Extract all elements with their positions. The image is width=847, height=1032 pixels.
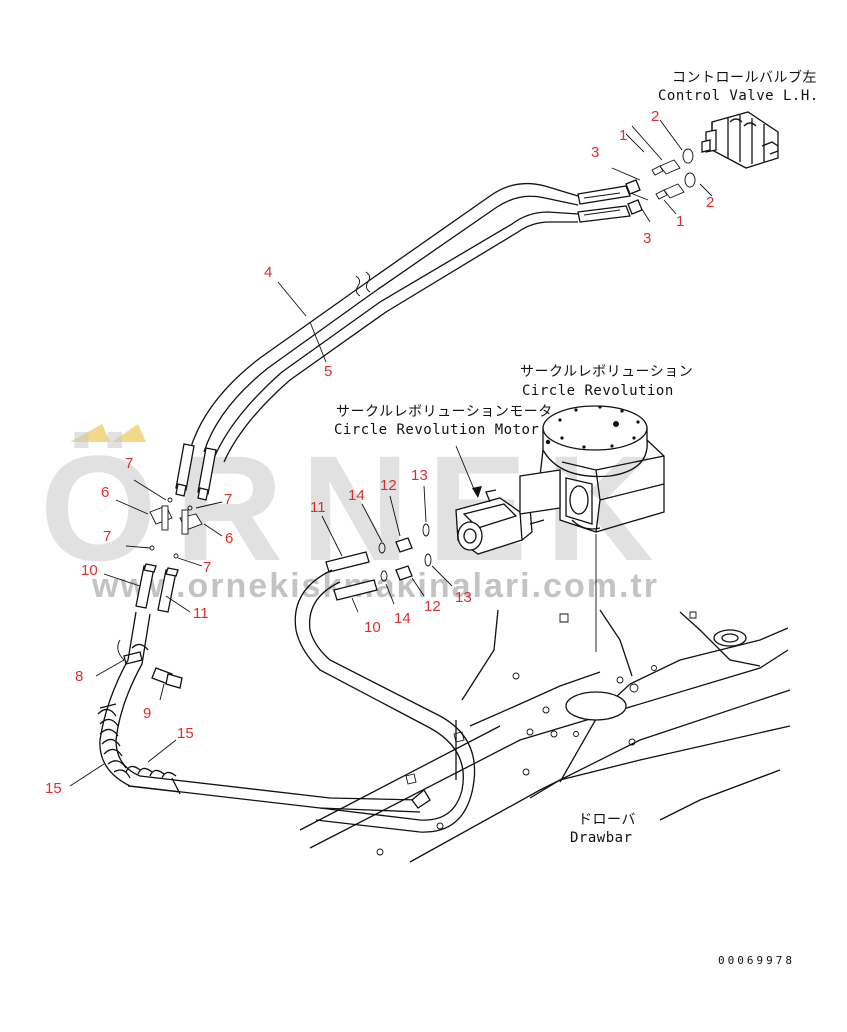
callout-10: 10: [81, 562, 98, 579]
callout-15: 15: [177, 725, 194, 742]
control-valve-label-en: Control Valve L.H.: [658, 88, 819, 104]
left-fittings: [115, 479, 223, 567]
spiral-leaders: [69, 739, 177, 787]
hose-leaders: [277, 281, 327, 363]
circle-revolution-label-jp: サークルレボリューション: [520, 364, 693, 380]
callout-6: 6: [225, 530, 233, 547]
callout-13: 13: [411, 467, 428, 484]
callout-6: 6: [101, 484, 109, 501]
drawbar-label-en: Drawbar: [570, 830, 633, 846]
drawbar-frame: [299, 609, 791, 863]
callout-7: 7: [125, 455, 133, 472]
callout-10: 10: [364, 619, 381, 636]
motor-label-en: Circle Revolution Motor: [334, 422, 539, 438]
callout-4: 4: [264, 264, 272, 281]
callout-8: 8: [75, 668, 83, 685]
drawbar-label-jp: ドローバ: [578, 812, 636, 828]
left-bolt-leaders: [103, 573, 191, 613]
motor-bolts: [325, 542, 388, 601]
callout-5: 5: [324, 363, 332, 380]
callout-7: 7: [224, 491, 232, 508]
hose-lower-end-fittings: [175, 443, 217, 501]
callout-2: 2: [651, 108, 659, 125]
valve-leaders: [611, 119, 713, 223]
hose-break-marks: [355, 271, 371, 297]
left-bolts: [135, 563, 179, 613]
bolt-9: [151, 667, 183, 701]
callout-14: 14: [394, 610, 411, 627]
watermark-accent-right: [112, 424, 146, 442]
callout-15: 15: [45, 780, 62, 797]
drawbar-label: ドローバ Drawbar: [570, 812, 636, 846]
watermark-accent-left: [70, 424, 110, 442]
callout-2: 2: [706, 194, 714, 211]
callout-9: 9: [143, 705, 151, 722]
circle-revolution-label-en: Circle Revolution: [522, 383, 674, 399]
motor-fittings: [395, 523, 432, 581]
hose-runs-lower: [99, 611, 421, 813]
hose-4: [189, 182, 579, 453]
callout-numbers: 1 2 3 2 1 3 4 5 7 6 7 7 6 7 10 11 8 9 15…: [45, 108, 714, 797]
drawing-number: 00069978: [718, 954, 795, 967]
circle-revolution-motor: サークルレボリューションモータ Circle Revolution Motor: [334, 404, 553, 555]
motor-label-jp: サークルレボリューションモータ: [336, 404, 553, 420]
motor-leaders: [321, 485, 453, 613]
valve-fitting-lower: [655, 172, 696, 200]
spiral-guard-15: [97, 703, 181, 795]
callout-7: 7: [203, 559, 211, 576]
callout-11: 11: [310, 499, 326, 516]
control-valve-label-jp: コントロールバルブ左: [672, 69, 817, 86]
control-valve-body: [701, 111, 779, 169]
callout-14: 14: [348, 487, 365, 504]
callout-13: 13: [455, 589, 472, 606]
callout-3: 3: [591, 144, 599, 161]
callout-12: 12: [380, 477, 397, 494]
callout-11: 11: [193, 605, 209, 622]
callout-12: 12: [424, 598, 441, 615]
gearbox-bolts: [545, 405, 640, 449]
callout-1: 1: [619, 127, 627, 144]
hose-5: [213, 211, 579, 463]
pipe-loop: [294, 569, 476, 833]
valve-fitting-upper: [651, 148, 694, 176]
drawbar-details: [376, 611, 697, 856]
callout-7: 7: [103, 528, 111, 545]
control-valve-assembly: コントロールバルブ左 Control Valve L.H.: [611, 69, 819, 223]
circle-revolution-gearbox: サークルレボリューション Circle Revolution: [519, 364, 693, 652]
callout-1: 1: [676, 213, 684, 230]
hose-upper-end-fittings: [577, 179, 643, 223]
callout-3: 3: [643, 230, 651, 247]
